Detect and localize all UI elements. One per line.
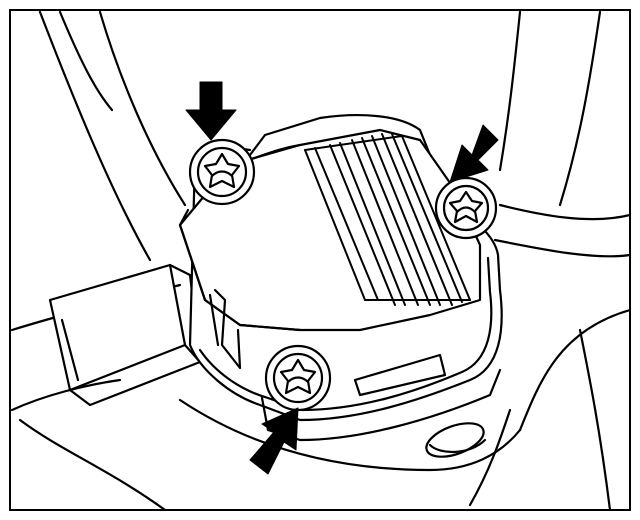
torx-bolt-top-right (434, 176, 498, 240)
arrow-down-icon (185, 81, 237, 141)
torx-bolt-bottom (264, 344, 332, 412)
background-structure (10, 10, 630, 510)
flange-details (353, 353, 487, 458)
connector-plug (48, 263, 202, 407)
arrow-down-left-icon (449, 124, 499, 183)
torx-bolt-top-left (188, 138, 256, 206)
sensor-housing (178, 128, 482, 370)
cooling-fins (304, 133, 471, 306)
arrow-up-right-icon (249, 407, 299, 475)
